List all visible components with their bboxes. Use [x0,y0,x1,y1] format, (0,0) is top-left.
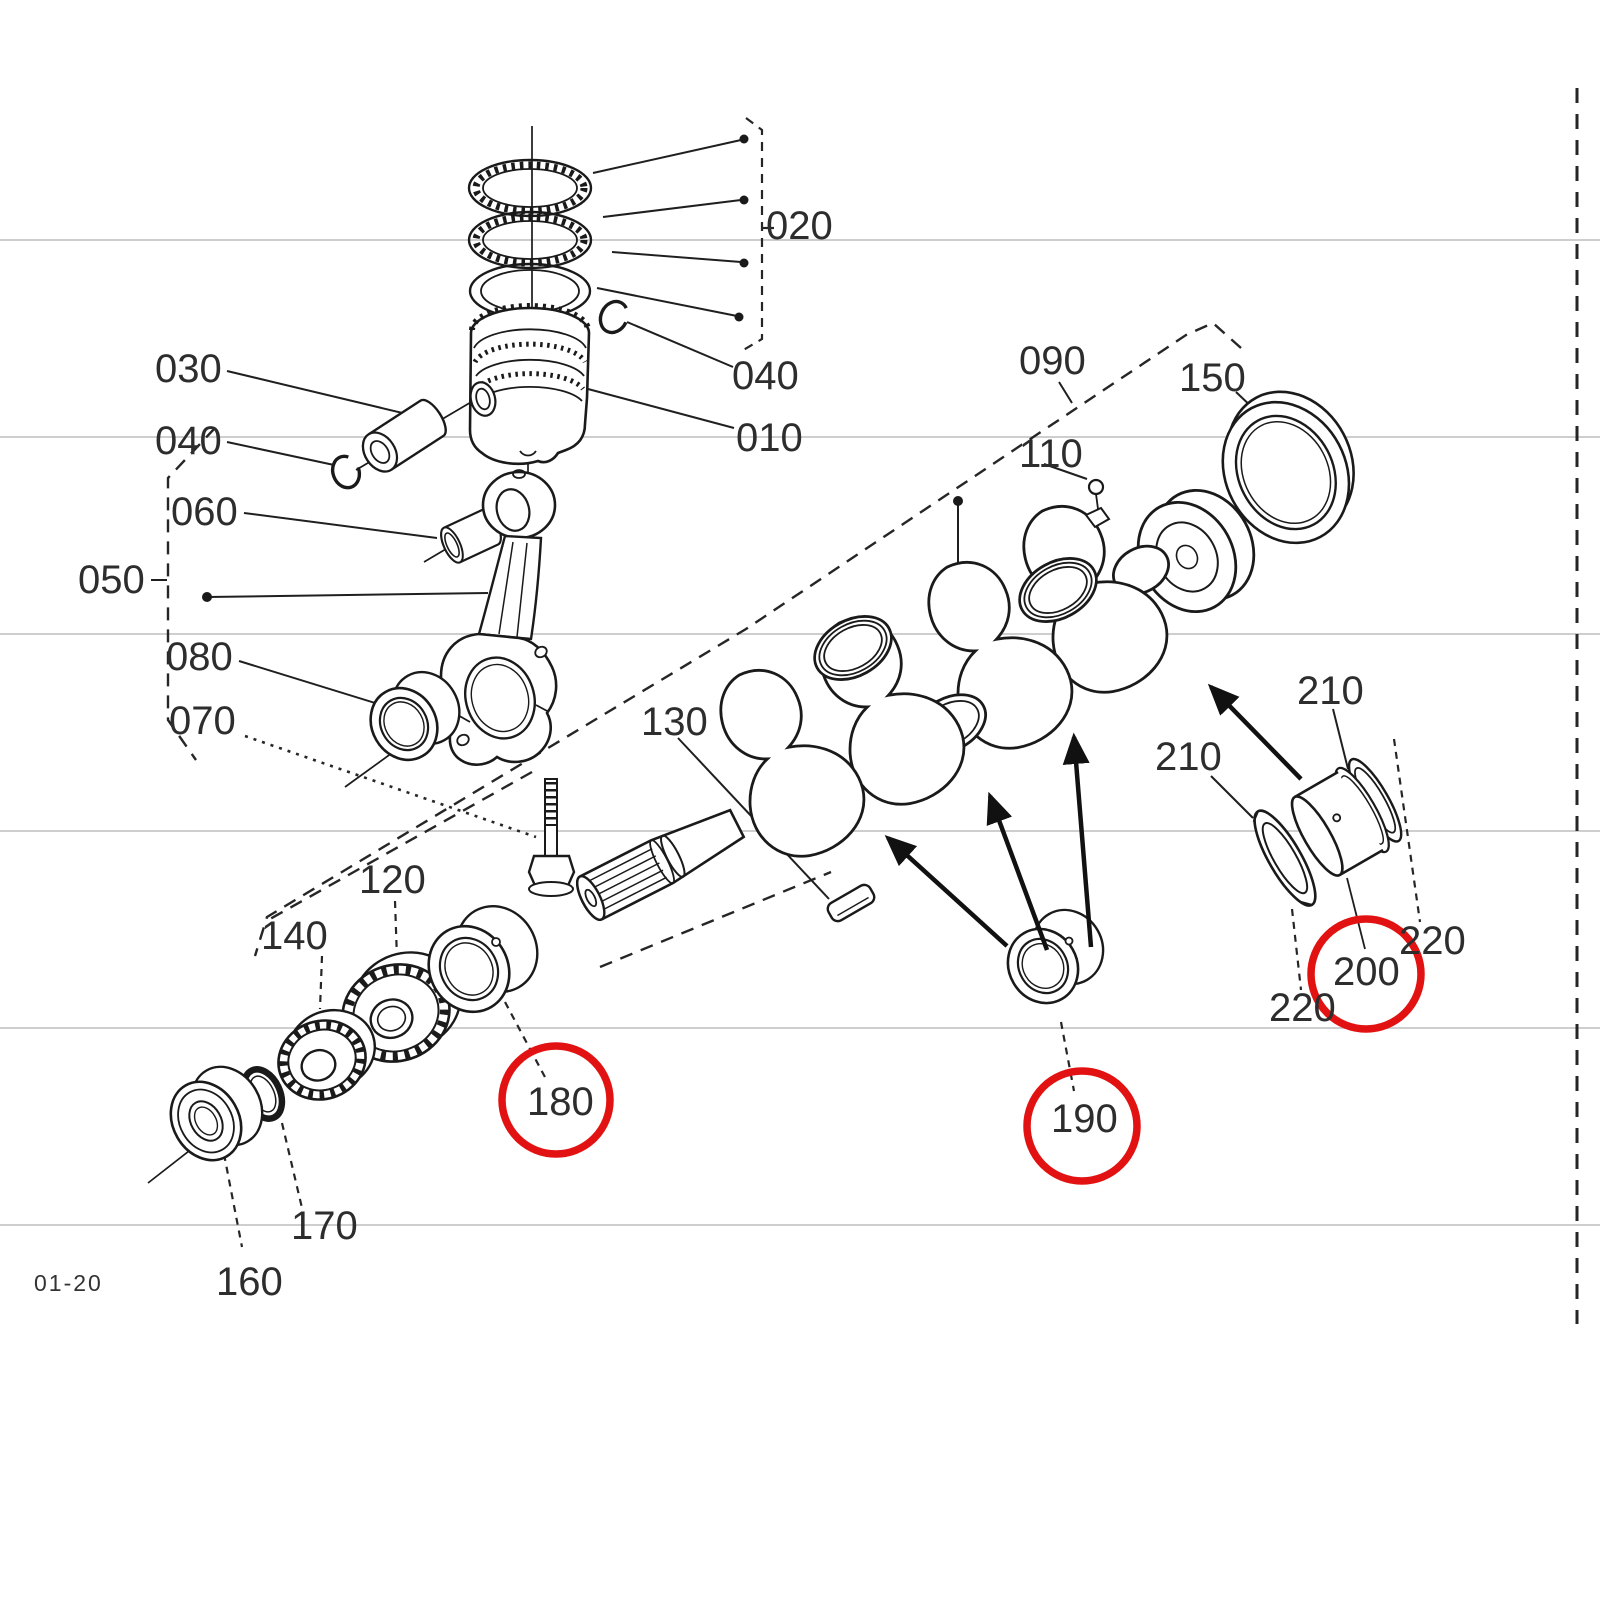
callout-label-070: 070 [169,699,236,743]
callout-label-140: 140 [261,914,328,958]
front-oil-seal [169,1065,264,1162]
callout-label-220-left: 220 [1269,986,1336,1030]
highlight-circle-180 [498,1042,614,1158]
callout-label-150: 150 [1179,356,1246,400]
callout-label-160: 160 [216,1260,283,1304]
callout-label-180: 180 [527,1080,594,1124]
piston-pin [361,398,447,473]
callout-label-090: 090 [1019,339,1086,383]
callout-label-210-left: 210 [1155,735,1222,779]
callout-label-220-right: 220 [1399,919,1466,963]
oil-pump-gear [277,1008,376,1101]
crank-nose-spline [575,808,746,922]
rod-bearing-shell [369,670,461,762]
piston [468,303,591,466]
callout-label-050: 050 [78,558,145,602]
callout-label-190: 190 [1051,1097,1118,1141]
callout-label-120: 120 [359,858,426,902]
rod-bolt [527,778,576,897]
circlip-upper [598,299,630,335]
callout-label-060: 060 [171,490,238,534]
callout-label-040-left: 040 [155,419,222,463]
main-bearing-centre [1006,908,1105,1005]
assembly-boundary-dashed-lines [166,88,1579,1324]
dashed-leader-lines [222,734,1422,1248]
callout-label-010: 010 [736,416,803,460]
crank-key [826,883,876,923]
assembly-arrows [884,683,1303,951]
main-bearing-front [427,904,539,1014]
callout-label-130: 130 [641,700,708,744]
callout-label-170: 170 [291,1204,358,1248]
crankshaft [575,478,1256,923]
highlight-circle-190 [1023,1067,1141,1185]
callout-label-030: 030 [155,347,222,391]
callout-label-020: 020 [766,204,833,248]
leader-dots [202,134,963,602]
highlight-circles [498,915,1425,1185]
circlip-left [330,454,362,490]
page-gridlines [0,239,1600,1226]
callout-label-040-upper: 040 [732,354,799,398]
rear-oil-seal [1221,390,1355,545]
callout-label-200: 200 [1333,950,1400,994]
highlight-circle-200 [1307,915,1425,1033]
piston-rings [467,158,593,320]
callout-label-210-right: 210 [1297,669,1364,713]
ring-set-bracket [739,117,774,353]
connecting-rod [439,469,558,766]
callout-label-080: 080 [166,635,233,679]
rear-bearing-case [1252,757,1403,907]
callout-label-110: 110 [1019,432,1083,476]
page-code: 01-20 [34,1270,103,1296]
